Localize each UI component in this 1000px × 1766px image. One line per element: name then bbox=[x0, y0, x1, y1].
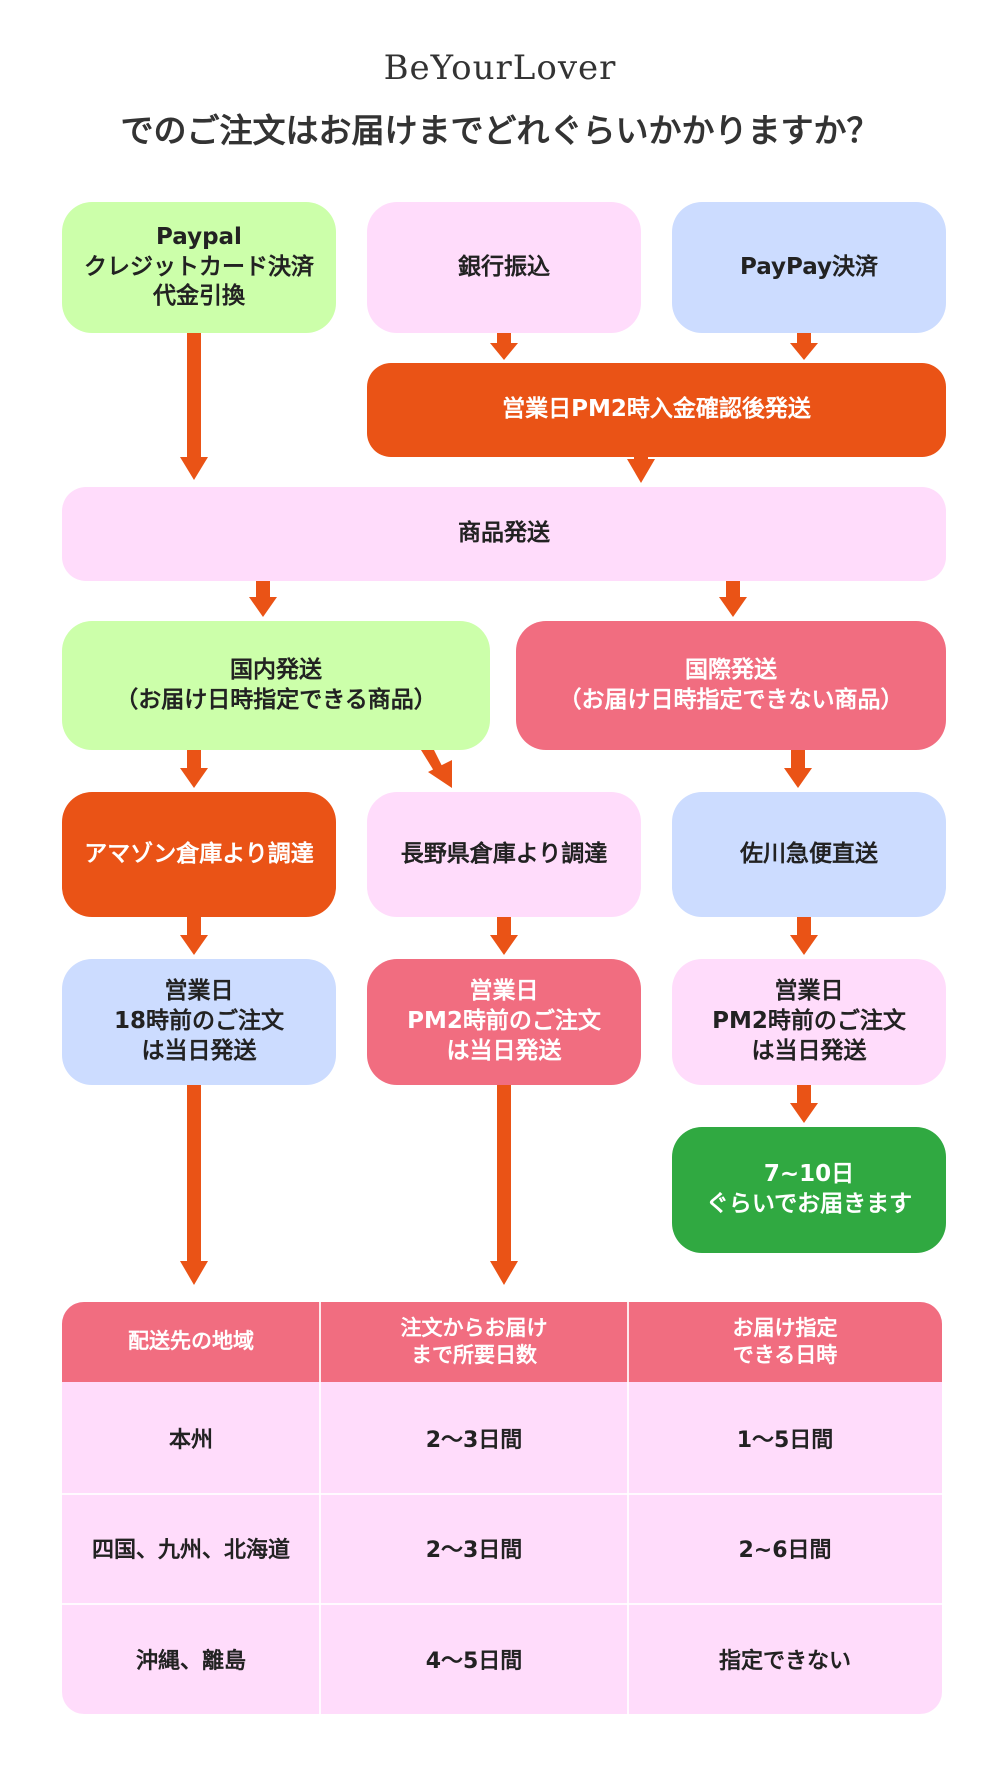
intl-delivery-note: ぐらいでお届きます bbox=[705, 1191, 913, 1217]
cutoff-nagano-line3: は当日発送 bbox=[446, 1037, 562, 1064]
ship-label: 商品発送 bbox=[458, 520, 550, 547]
delivery-table: 配送先の地域 注文からお届け まで所要日数 お届け指定 できる日時 本州 2〜3… bbox=[62, 1302, 942, 1714]
arrow-paypay-to-confirm bbox=[790, 333, 818, 360]
payment-bank-label: 銀行振込 bbox=[458, 253, 550, 280]
cutoff-sagawa-line1: 営業日 bbox=[774, 978, 844, 1005]
arrow-amazon-to-cutoff bbox=[180, 917, 208, 955]
arrow-paypal-to-ship bbox=[180, 333, 208, 480]
table-row-honshu-region: 本州 bbox=[168, 1427, 213, 1453]
intl-delivery-box: 7~10日 ぐらいでお届きます bbox=[672, 1127, 946, 1253]
arrow-international-to-sagawa bbox=[784, 750, 812, 788]
header-date-spec-line2: できる日時 bbox=[732, 1343, 838, 1367]
header-lead-time-line2: まで所要日数 bbox=[411, 1343, 537, 1367]
table-row-shikoku-lead: 2〜3日間 bbox=[425, 1538, 523, 1563]
page-title: でのご注文はお届けまでどれぐらいかかりますか？ bbox=[120, 111, 880, 150]
row-divider bbox=[62, 1493, 942, 1495]
payment-paypal-label: Paypal bbox=[156, 223, 242, 250]
sagawa-box: 佐川急便直送 bbox=[672, 792, 946, 917]
table-row-honshu-date: 1〜5日間 bbox=[736, 1427, 834, 1453]
table-header bbox=[62, 1302, 942, 1382]
international-note: （お届け日時指定できない商品） bbox=[558, 686, 904, 713]
nagano-box: 長野県倉庫より調達 bbox=[367, 792, 641, 917]
arrow-amazon-cutoff-to-table bbox=[180, 1085, 208, 1285]
cutoff-nagano-box: 営業日 PM2時前のご注文 は当日発送 bbox=[367, 959, 641, 1085]
payment-credit-label: クレジットカード決済 bbox=[84, 253, 314, 280]
arrow-ship-to-international bbox=[719, 581, 747, 617]
table-row-honshu-lead: 2〜3日間 bbox=[425, 1427, 523, 1453]
arrow-sagawa-cutoff-to-delivery bbox=[790, 1085, 818, 1123]
header-region-label: 配送先の地域 bbox=[128, 1329, 254, 1354]
payment-cod-label: 代金引換 bbox=[153, 283, 245, 310]
cutoff-amazon-line2: 18時前のご注文 bbox=[113, 1008, 284, 1035]
nagano-label: 長野県倉庫より調達 bbox=[400, 840, 608, 867]
payment-confirm-label: 営業日PM2時入金確認後発送 bbox=[502, 396, 811, 423]
header-date-spec: お届け指定 できる日時 bbox=[628, 1302, 942, 1382]
payment-bank-box: 銀行振込 bbox=[367, 202, 641, 333]
header-lead-time: 注文からお届け まで所要日数 bbox=[320, 1302, 628, 1382]
arrow-bank-to-confirm bbox=[490, 333, 518, 360]
international-box: 国際発送 （お届け日時指定できない商品） bbox=[516, 621, 946, 750]
brand-name: BeYourLover bbox=[383, 48, 617, 88]
row-divider bbox=[62, 1603, 942, 1605]
payment-paypay-label: PayPay決済 bbox=[739, 253, 879, 280]
ship-box: 商品発送 bbox=[62, 487, 946, 581]
intl-delivery-days: 7~10日 bbox=[763, 1161, 855, 1188]
international-title: 国際発送 bbox=[685, 656, 777, 683]
payment-paypay-box: PayPay決済 bbox=[672, 202, 946, 333]
payment-paypal-box: Paypal クレジットカード決済 代金引換 bbox=[62, 202, 336, 333]
header-date-spec-line1: お届け指定 bbox=[732, 1315, 838, 1340]
cutoff-sagawa-line3: は当日発送 bbox=[751, 1037, 867, 1064]
cutoff-amazon-box: 営業日 18時前のご注文 は当日発送 bbox=[62, 959, 336, 1085]
arrow-domestic-to-nagano bbox=[421, 750, 452, 788]
arrow-nagano-cutoff-to-table bbox=[490, 1085, 518, 1285]
table-row-shikoku-region: 四国、九州、北海道 bbox=[91, 1538, 290, 1563]
arrow-confirm-to-ship bbox=[627, 457, 655, 483]
cutoff-sagawa-box: 営業日 PM2時前のご注文 は当日発送 bbox=[672, 959, 946, 1085]
header-region: 配送先の地域 bbox=[62, 1302, 320, 1382]
table-row-okinawa-lead: 4〜5日間 bbox=[425, 1648, 523, 1674]
arrow-domestic-to-amazon bbox=[180, 750, 208, 788]
arrow-ship-to-domestic bbox=[249, 581, 277, 617]
cutoff-sagawa-line2: PM2時前のご注文 bbox=[712, 1008, 906, 1035]
arrow-nagano-to-cutoff bbox=[490, 917, 518, 955]
cutoff-nagano-line1: 営業日 bbox=[469, 978, 539, 1005]
table-row-okinawa-date: 指定できない bbox=[718, 1648, 851, 1674]
table-row-shikoku-date: 2~6日間 bbox=[738, 1538, 832, 1563]
cutoff-nagano-line2: PM2時前のご注文 bbox=[407, 1008, 601, 1035]
domestic-box: 国内発送 （お届け日時指定できる商品） bbox=[62, 621, 490, 750]
column-divider bbox=[627, 1302, 629, 1714]
column-divider bbox=[319, 1302, 321, 1714]
amazon-box: アマゾン倉庫より調達 bbox=[62, 792, 336, 917]
payment-confirm-box: 営業日PM2時入金確認後発送 bbox=[367, 363, 946, 457]
amazon-label: アマゾン倉庫より調達 bbox=[84, 840, 314, 867]
domestic-title: 国内発送 bbox=[229, 656, 322, 683]
cutoff-amazon-line3: は当日発送 bbox=[141, 1037, 257, 1064]
table-row-okinawa-region: 沖縄、離島 bbox=[135, 1648, 246, 1674]
cutoff-amazon-line1: 営業日 bbox=[164, 978, 234, 1005]
header-lead-time-line1: 注文からお届け bbox=[400, 1315, 548, 1340]
sagawa-label: 佐川急便直送 bbox=[740, 840, 878, 867]
domestic-note: （お届け日時指定できる商品） bbox=[115, 686, 437, 713]
arrow-sagawa-to-cutoff bbox=[790, 917, 818, 955]
